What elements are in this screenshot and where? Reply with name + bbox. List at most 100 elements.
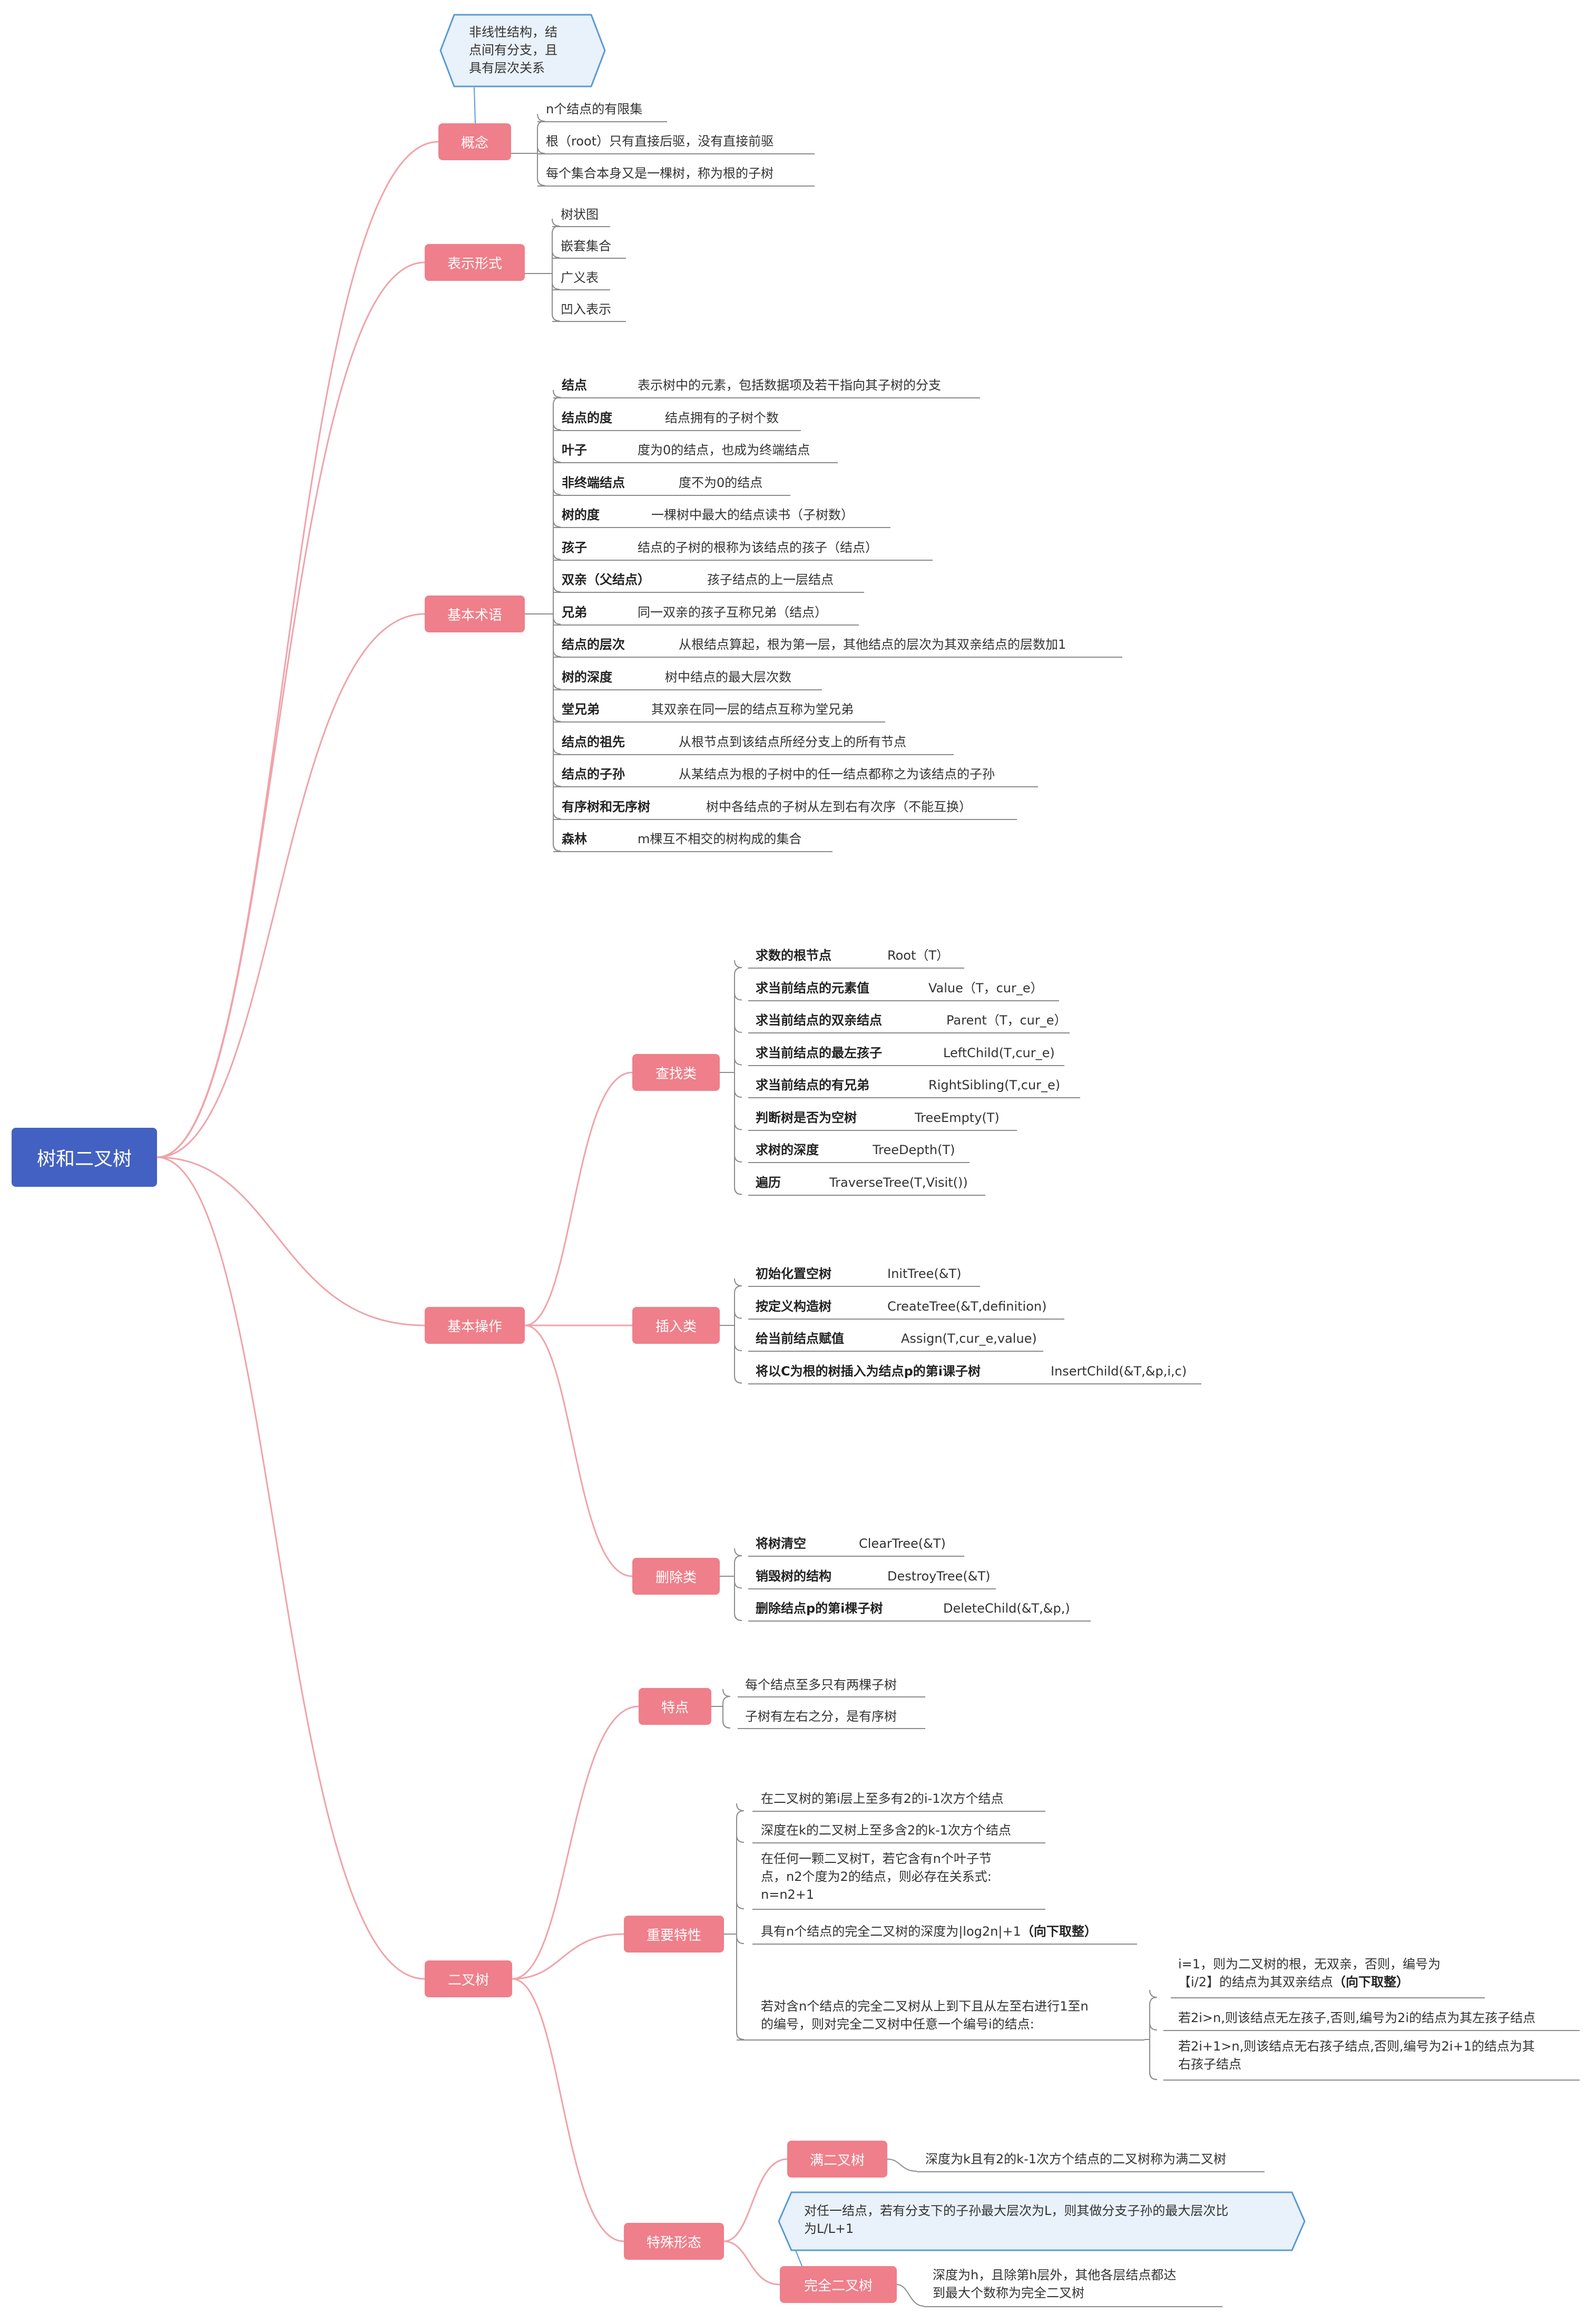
bracket-elbow — [722, 1720, 731, 1729]
connector — [156, 1156, 425, 1326]
underline — [752, 1811, 1045, 1812]
connector — [156, 1156, 425, 1980]
sub-1-bold: （向下取整） — [1333, 1975, 1409, 1989]
underline — [553, 721, 885, 723]
branch-properties[interactable]: 重要特性 — [624, 1916, 724, 1953]
bracket-elbow — [734, 1613, 742, 1621]
underline — [537, 153, 815, 154]
callout-pointer — [474, 87, 476, 125]
operation-name: 求树的深度 — [756, 1143, 819, 1157]
branch-concept[interactable]: 概念 — [438, 123, 511, 160]
bracket-elbow — [1149, 2022, 1158, 2031]
underline — [553, 624, 859, 626]
concept-note-line: 具有层次关系 — [469, 61, 545, 75]
bracket-elbow — [734, 1580, 742, 1589]
bracket-elbow — [553, 487, 561, 495]
underline — [552, 321, 626, 322]
operation-name: 求当前结点的双亲结点 — [756, 1013, 882, 1028]
underline — [748, 1097, 1080, 1098]
term-desc: 一棵树中最大的结点读书（子树数） — [651, 507, 854, 522]
bracket-elbow — [1149, 1989, 1158, 1998]
branch-find[interactable]: 查找类 — [632, 1054, 720, 1091]
connector — [723, 2240, 780, 2286]
underline — [748, 1032, 1070, 1033]
root-node[interactable]: 树和二叉树 — [12, 1128, 157, 1187]
bracket-elbow — [722, 1688, 731, 1697]
operation-name: 求数的根节点 — [756, 948, 831, 963]
term-desc: 度为0的结点，也成为终端结点 — [638, 443, 810, 457]
underline — [553, 494, 790, 496]
connector — [156, 141, 439, 1158]
term-name: 结点 — [562, 378, 587, 393]
property-5-sub-2: 若2i>n,则该结点无左孩子,否则,编号为2i的结点为其左孩子结点 — [1178, 2010, 1536, 2025]
term-desc: 从某结点为根的子树中的任一结点都称之为该结点的子孙 — [679, 767, 995, 782]
underline — [552, 258, 626, 259]
complete-note-line: 为L/L+1 — [804, 2221, 854, 2236]
connector — [524, 1071, 633, 1326]
branch-terms[interactable]: 基本术语 — [425, 596, 525, 632]
underline — [748, 1000, 1059, 1001]
term-name: 叶子 — [562, 443, 587, 457]
branch-delete[interactable]: 删除类 — [632, 1558, 720, 1595]
complete-desc-line: 深度为h，且除第h层外，其他各层结点都达 — [933, 2268, 1177, 2282]
bracket — [722, 1696, 731, 1729]
bracket-elbow — [734, 960, 742, 968]
operation-name: 删除结点p的第i棵子树 — [756, 1601, 883, 1616]
representation-item: 凹入表示 — [561, 302, 611, 317]
bracket-elbow — [552, 281, 560, 290]
term-name: 结点的祖先 — [562, 734, 625, 749]
underline — [553, 786, 1038, 787]
bracket-elbow — [553, 714, 561, 722]
property-2: 深度在k的二叉树上至多含2的k-1次方个结点 — [761, 1823, 1011, 1838]
term-desc: 结点拥有的子树个数 — [665, 410, 779, 425]
term-name: 孩子 — [562, 540, 587, 555]
connector — [524, 1324, 633, 1577]
underline — [552, 289, 610, 290]
bracket-elbow — [734, 992, 742, 1001]
connector — [512, 1705, 639, 1980]
underline — [748, 1065, 1064, 1066]
complete-binary-desc: 深度为h，且除第h层外，其他各层结点都达 到最大个数称为完全二叉树 — [933, 2266, 1176, 2302]
branch-insert[interactable]: 插入类 — [632, 1307, 720, 1344]
term-name: 堂兄弟 — [562, 702, 600, 717]
underline — [748, 1286, 980, 1287]
branch-representation[interactable]: 表示形式 — [425, 244, 525, 281]
underline — [752, 1944, 1137, 1945]
term-name: 森林 — [562, 832, 587, 846]
branch-special-forms[interactable]: 特殊形态 — [624, 2223, 724, 2260]
underline — [917, 2171, 1265, 2172]
term-name: 非终端结点 — [562, 475, 625, 490]
underline — [1163, 2030, 1580, 2031]
branch-full-binary-tree[interactable]: 满二叉树 — [787, 2141, 887, 2178]
bracket-elbow — [537, 145, 545, 154]
connector — [896, 2284, 925, 2307]
complete-desc-line: 到最大个数称为完全二叉树 — [933, 2286, 1084, 2300]
term-desc: 从根结点算起，根为第一层，其他结点的层次为其双亲结点的层数加1 — [679, 637, 1066, 652]
underline — [553, 462, 838, 463]
underline — [553, 430, 801, 431]
representation-item: 广义表 — [561, 270, 599, 285]
term-name: 树的深度 — [562, 669, 612, 685]
underline — [553, 689, 822, 690]
bracket-elbow — [734, 1187, 742, 1195]
concept-item: 根（root）只有直接后驱，没有直接前驱 — [546, 134, 774, 149]
bracket-elbow — [734, 1343, 742, 1351]
operation-name: 求当前结点的最左孩子 — [756, 1045, 882, 1060]
branch-operations[interactable]: 基本操作 — [425, 1307, 525, 1344]
concept-note-line: 点间有分支，且 — [469, 43, 557, 57]
operation-func: ClearTree(&T) — [859, 1536, 946, 1551]
complete-note-line: 对任一结点，若有分支下的子孙最大层次为L，则其做分支子孙的最大层次比 — [804, 2203, 1229, 2218]
operation-func: DestroyTree(&T) — [887, 1568, 991, 1584]
bracket-elbow — [734, 1089, 742, 1098]
feature-item: 每个结点至多只有两棵子树 — [745, 1677, 897, 1692]
bracket-elbow — [736, 2032, 745, 2040]
branch-binary-tree[interactable]: 二叉树 — [425, 1960, 512, 1997]
concept-item: n个结点的有限集 — [546, 102, 643, 116]
branch-features[interactable]: 特点 — [639, 1688, 711, 1725]
operation-func: CreateTree(&T,definition) — [887, 1299, 1047, 1314]
branch-complete-binary-tree[interactable]: 完全二叉树 — [780, 2266, 897, 2303]
bracket-elbow — [553, 422, 561, 431]
underline — [553, 592, 864, 593]
operation-name: 按定义构造树 — [756, 1299, 831, 1314]
underline — [924, 2306, 1222, 2307]
